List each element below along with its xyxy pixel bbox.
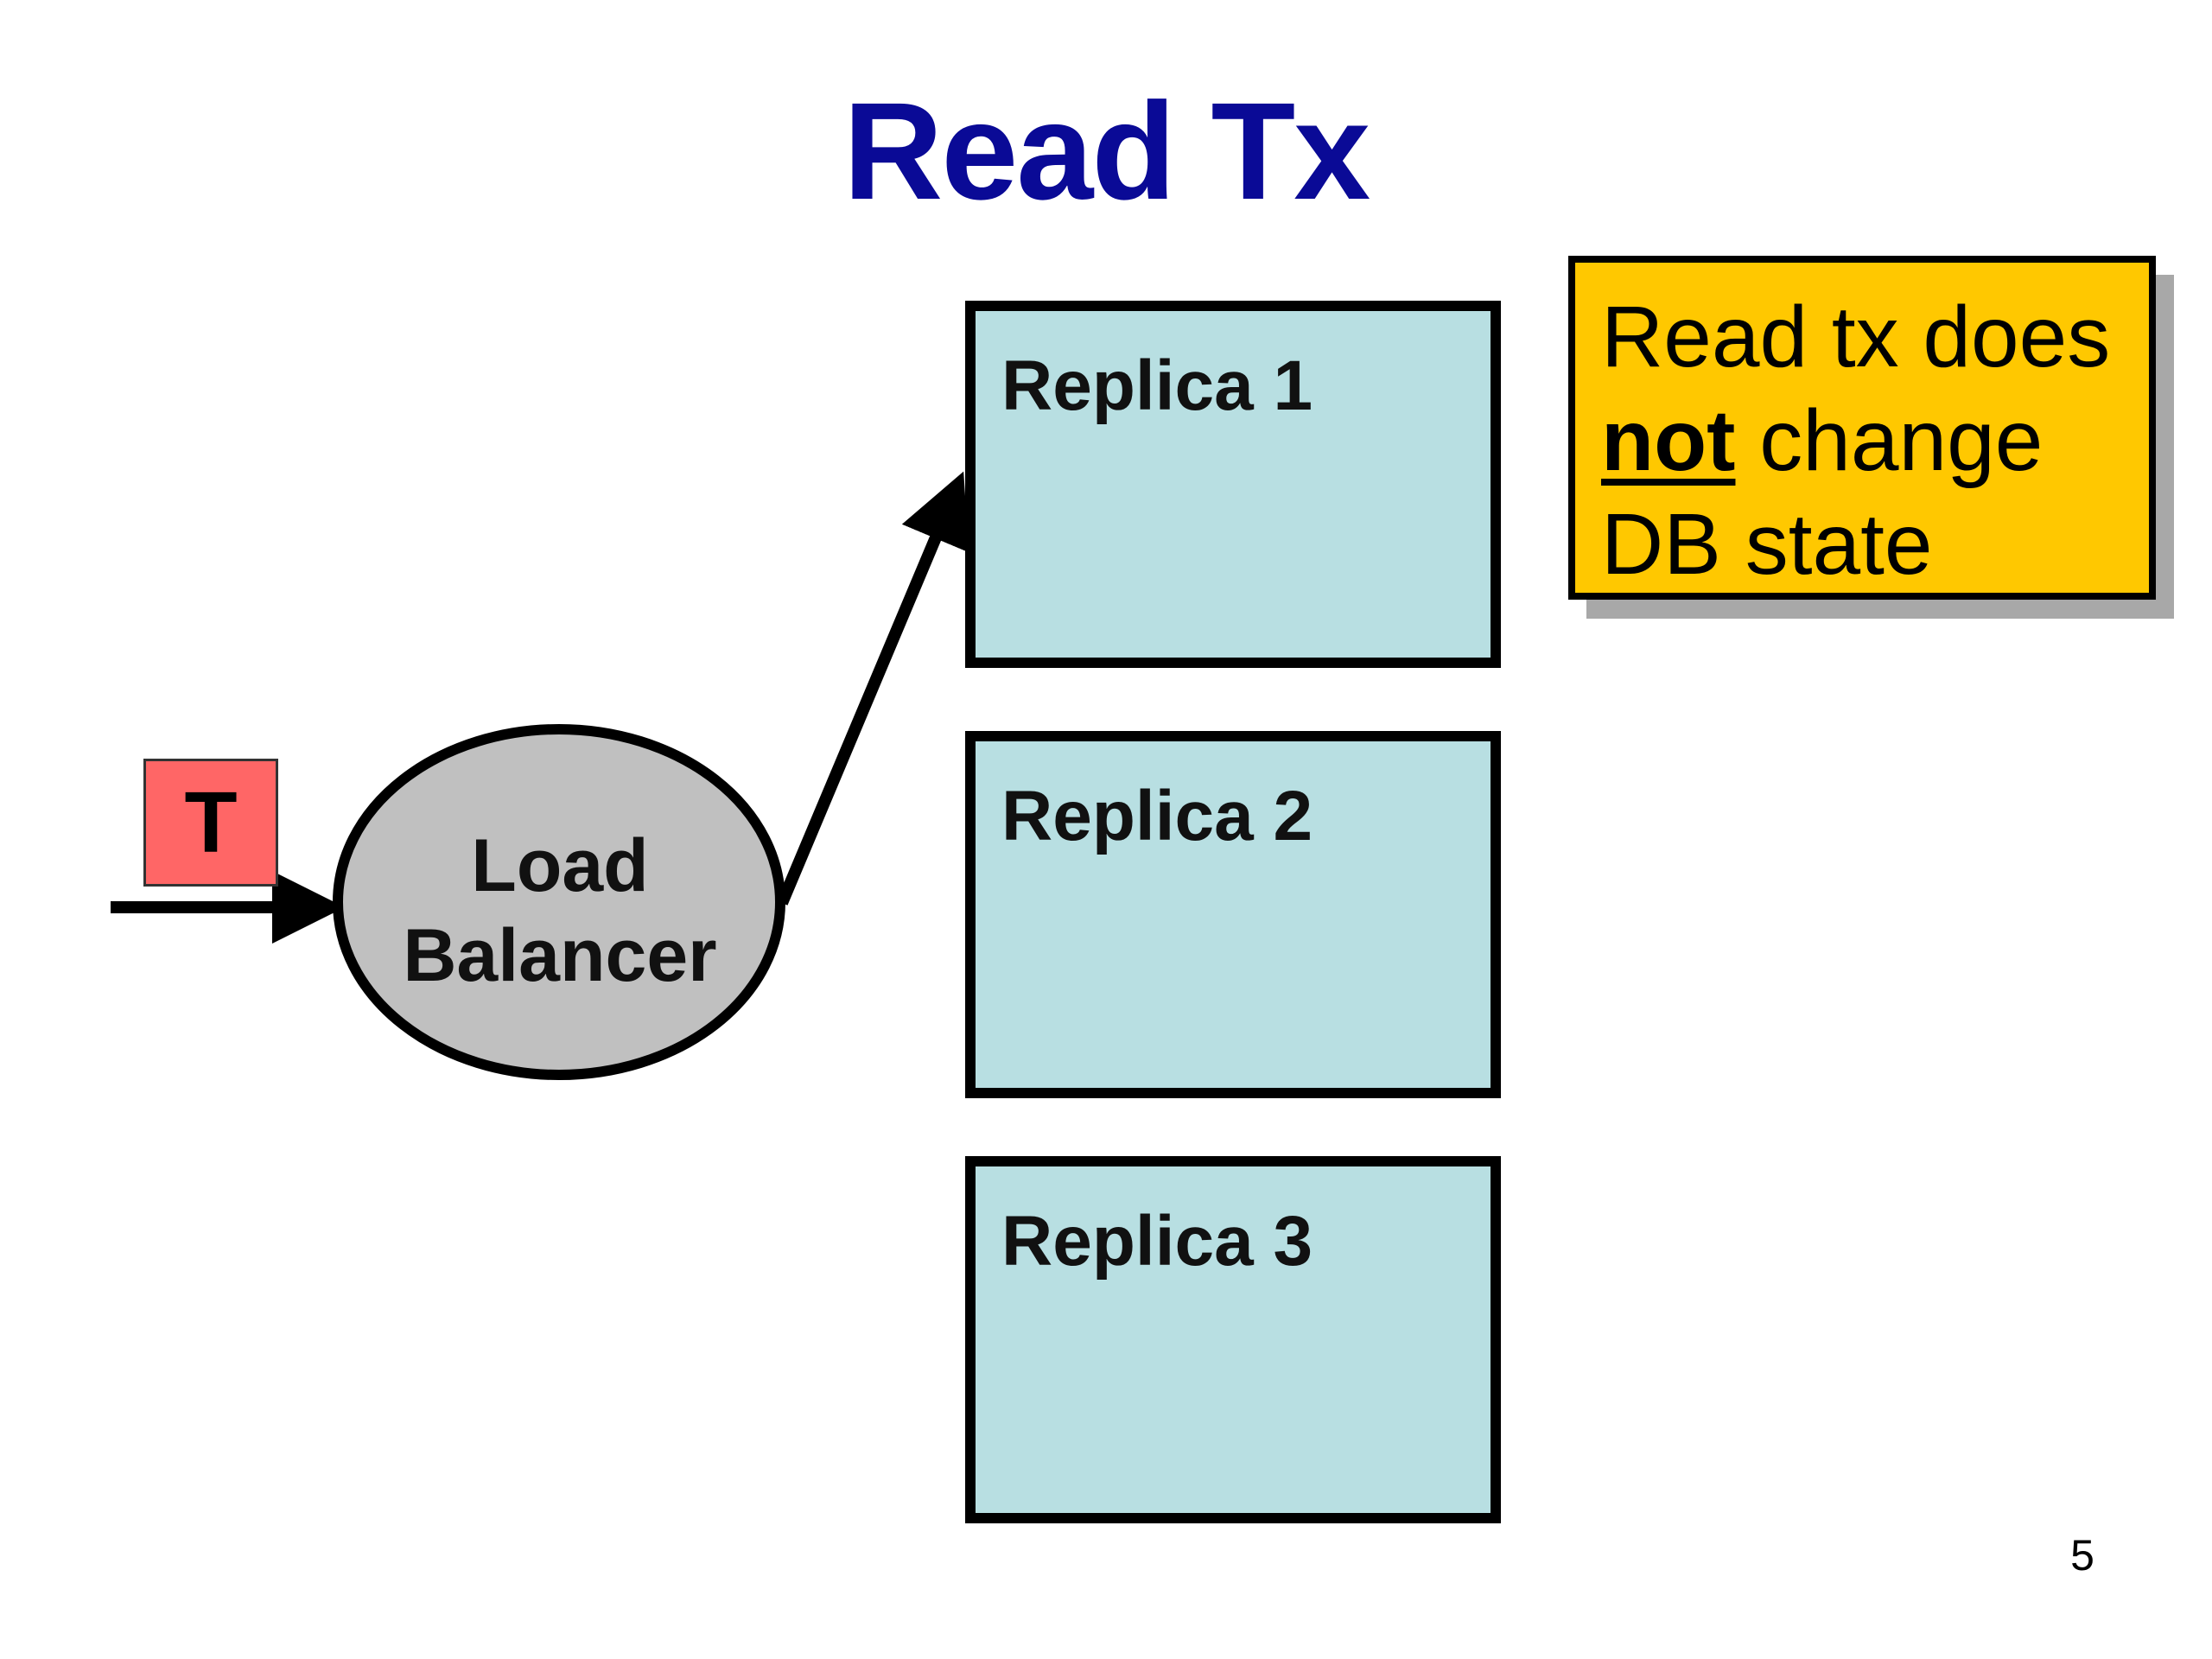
replica-2-box: Replica 2 bbox=[965, 731, 1501, 1098]
note-line-2-rest: change bbox=[1735, 392, 2044, 489]
replica-1-label: Replica 1 bbox=[1001, 346, 1313, 425]
replica-2-label: Replica 2 bbox=[1001, 777, 1313, 855]
note-line-2: not change bbox=[1601, 389, 2149, 493]
note-line-3: DB state bbox=[1601, 496, 1933, 593]
note-callout: Read tx does not change DB state bbox=[1568, 256, 2156, 600]
page-number: 5 bbox=[2070, 1531, 2094, 1580]
load-balancer-label: Load Balancer bbox=[335, 821, 785, 1001]
load-balancer-label-line1: Load bbox=[471, 824, 649, 907]
note-line-1: Read tx does bbox=[1601, 289, 2111, 385]
replica-3-label: Replica 3 bbox=[1001, 1202, 1313, 1281]
replica-1-box: Replica 1 bbox=[965, 301, 1501, 668]
slide-title: Read Tx bbox=[842, 73, 1370, 228]
note-emphasis: not bbox=[1601, 392, 1736, 489]
transaction-box: T bbox=[143, 759, 278, 887]
replica-3-box: Replica 3 bbox=[965, 1156, 1501, 1523]
route-arrow-replica-1 bbox=[776, 471, 969, 906]
load-balancer-label-line2: Balancer bbox=[403, 914, 717, 997]
